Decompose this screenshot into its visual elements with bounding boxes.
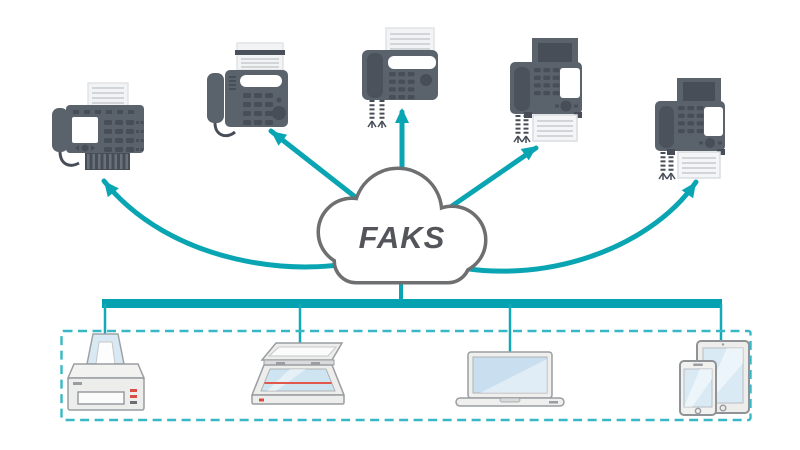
arrowheads [104, 108, 696, 199]
fax-machine-2-icon [207, 42, 288, 138]
fax-machine-5-icon [655, 78, 725, 180]
scanner-icon [250, 342, 346, 405]
bus-drop-lines [103, 304, 723, 353]
fax-machine-3-icon [362, 27, 438, 128]
faks-cloud: FAKS [316, 166, 488, 285]
fax-machine-1-icon [52, 82, 144, 170]
arrowhead-fax-2 [271, 131, 288, 146]
arrowhead-fax-3 [395, 108, 409, 123]
cloud-label: FAKS [359, 220, 446, 255]
tablet-phone-icon [679, 340, 750, 416]
arrowhead-fax-4 [520, 146, 537, 161]
laptop-icon [455, 351, 565, 407]
fax-machine-4-icon [510, 38, 582, 143]
printer-icon [66, 333, 146, 411]
phone-icon [679, 360, 717, 416]
arrowhead-fax-1 [104, 181, 119, 198]
local-devices-boundary [60, 329, 752, 422]
network-bus-bar [102, 299, 722, 308]
arrowhead-fax-5 [681, 182, 696, 199]
